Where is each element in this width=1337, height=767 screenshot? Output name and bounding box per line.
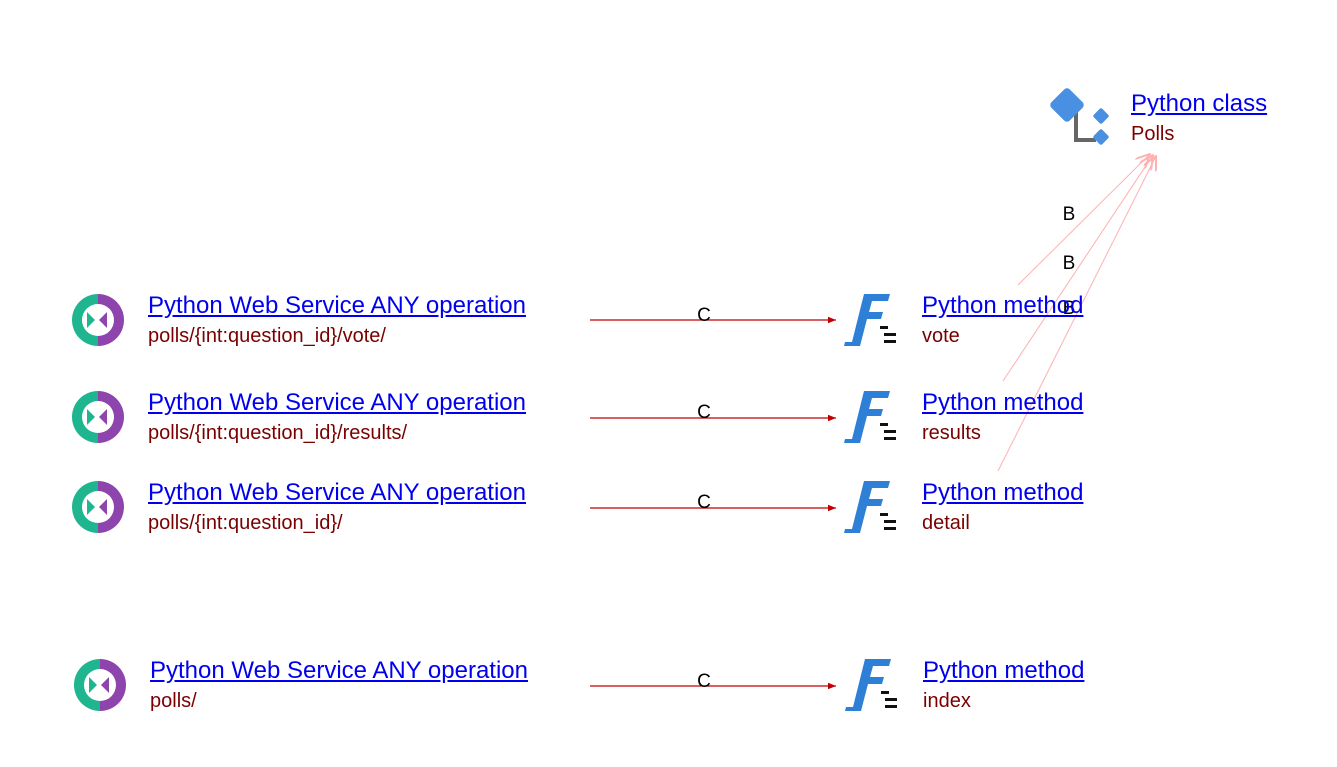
web-service-title[interactable]: Python Web Service ANY operation <box>148 479 526 506</box>
web-service-node-vote[interactable]: Python Web Service ANY operation polls/{… <box>66 290 546 352</box>
edge-label-call-detail: C <box>697 492 711 513</box>
web-service-route: polls/{int:question_id}/ <box>148 512 343 534</box>
python-method-name: index <box>923 690 971 712</box>
python-method-node-vote[interactable]: Python method vote <box>838 288 1098 354</box>
python-method-title[interactable]: Python method <box>923 657 1085 684</box>
edge-label-belongs-1: B <box>1062 204 1076 225</box>
python-method-title[interactable]: Python method <box>922 389 1084 416</box>
python-method-title[interactable]: Python method <box>922 292 1084 319</box>
python-class-name: Polls <box>1131 123 1175 145</box>
edge-label-belongs-3: B <box>1062 298 1076 319</box>
web-service-icon <box>72 294 124 346</box>
web-service-route: polls/ <box>150 690 197 712</box>
python-method-node-detail[interactable]: Python method detail <box>838 475 1098 541</box>
python-class-icon <box>1050 88 1109 145</box>
edge-label-call-index: C <box>697 671 711 692</box>
python-method-icon <box>845 659 897 711</box>
edge-belongs-detail <box>997 156 1156 472</box>
python-method-name: vote <box>922 325 960 347</box>
web-service-title[interactable]: Python Web Service ANY operation <box>148 292 526 319</box>
web-service-node-index[interactable]: Python Web Service ANY operation polls/ <box>68 655 548 717</box>
web-service-route: polls/{int:question_id}/vote/ <box>148 325 386 347</box>
python-method-icon <box>844 481 896 533</box>
python-method-name: results <box>922 422 981 444</box>
web-service-icon <box>72 391 124 443</box>
python-method-icon <box>844 294 896 346</box>
edge-belongs-results <box>1002 155 1153 382</box>
web-service-node-results[interactable]: Python Web Service ANY operation polls/{… <box>66 387 546 449</box>
web-service-icon <box>72 481 124 533</box>
python-method-node-results[interactable]: Python method results <box>838 385 1098 451</box>
web-service-node-detail[interactable]: Python Web Service ANY operation polls/{… <box>66 477 546 539</box>
web-service-title[interactable]: Python Web Service ANY operation <box>150 657 528 684</box>
python-method-name: detail <box>922 512 970 534</box>
edge-label-call-results: C <box>697 402 711 423</box>
edge-belongs-vote <box>1017 154 1150 286</box>
python-class-node-polls[interactable]: Python class Polls <box>1048 84 1288 154</box>
web-service-route: polls/{int:question_id}/results/ <box>148 422 408 444</box>
python-method-icon <box>844 391 896 443</box>
python-method-node-index[interactable]: Python method index <box>839 653 1099 719</box>
python-method-title[interactable]: Python method <box>922 479 1084 506</box>
edge-label-belongs-2: B <box>1062 253 1076 274</box>
python-class-title[interactable]: Python class <box>1131 90 1268 117</box>
edge-label-call-vote: C <box>697 305 711 326</box>
web-service-icon <box>74 659 126 711</box>
web-service-title[interactable]: Python Web Service ANY operation <box>148 389 526 416</box>
